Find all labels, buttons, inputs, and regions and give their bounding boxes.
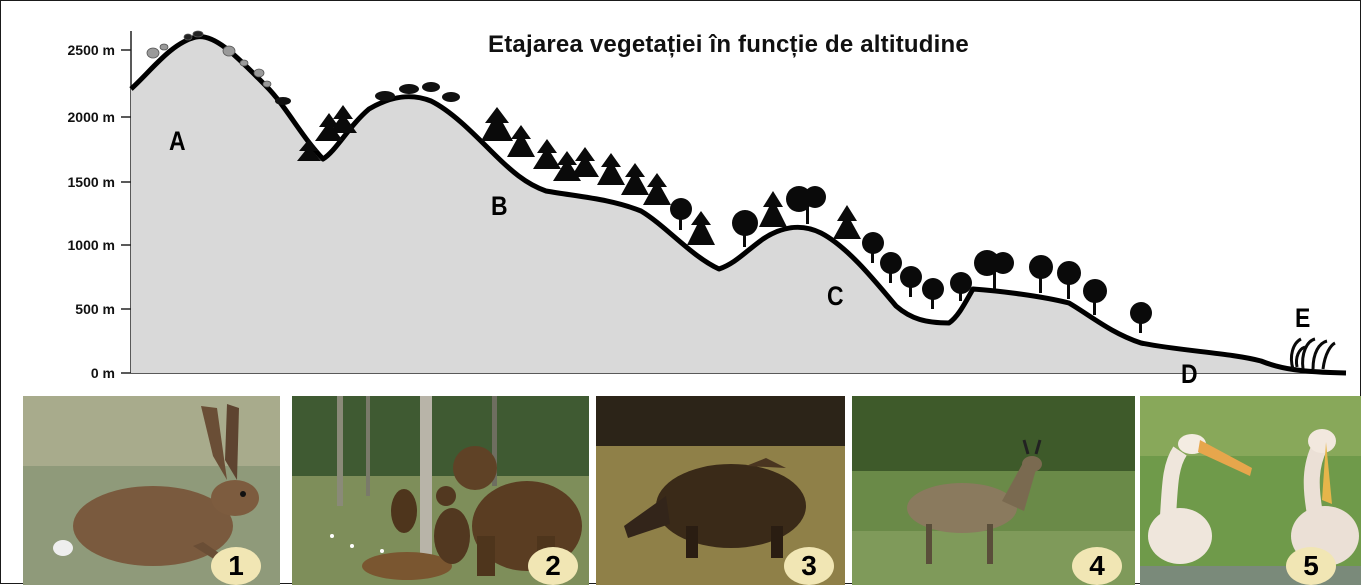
cub-bear: [391, 489, 417, 533]
altitude-label-1000: 1000 m: [45, 237, 115, 253]
wild-boar-photo: 3: [596, 396, 845, 585]
mountain-profile-diagram: [1, 1, 1361, 396]
boar-body: [656, 464, 806, 548]
chamois-photo: 4: [852, 396, 1135, 585]
altitude-label-2500: 2500 m: [45, 42, 115, 58]
deciduous-tree: [974, 250, 1014, 289]
photo-number-badge: 3: [784, 547, 834, 585]
pelicans-photo: 5: [1140, 396, 1361, 585]
photo-number-badge: 5: [1286, 547, 1336, 585]
deciduous-tree: [862, 232, 884, 263]
altitude-ticks: [121, 50, 131, 373]
brown-bears-photo: 2: [292, 396, 589, 585]
deciduous-tree: [1057, 261, 1081, 299]
zone-label-b: B: [491, 191, 508, 222]
photo-number-badge: 2: [528, 547, 578, 585]
altitude-label-1500: 1500 m: [45, 174, 115, 190]
chamois-body: [907, 483, 1017, 533]
cub-bear: [434, 508, 470, 564]
altitude-label-2000: 2000 m: [45, 109, 115, 125]
deciduous-tree: [1029, 255, 1053, 293]
zone-label-e: E: [1295, 303, 1310, 334]
photo-number-badge: 4: [1072, 547, 1122, 585]
deciduous-tree: [1083, 279, 1107, 315]
deciduous-tree: [880, 252, 902, 283]
diagram-title: Etajarea vegetației în funcție de altitu…: [488, 31, 969, 59]
deciduous-tree: [922, 278, 944, 309]
altitude-label-500: 500 m: [45, 301, 115, 317]
zone-label-a: A: [169, 126, 186, 157]
hare-head: [211, 480, 259, 516]
deciduous-tree: [670, 198, 692, 230]
deciduous-tree: [900, 266, 922, 297]
deciduous-tree: [732, 210, 758, 247]
zone-label-d: D: [1181, 359, 1198, 390]
delta-reeds: [1291, 339, 1335, 369]
deciduous-tree: [786, 186, 826, 224]
hare-photo: 1: [23, 396, 280, 585]
zone-label-c: C: [827, 281, 844, 312]
altitude-label-0: 0 m: [45, 365, 115, 381]
adult-bear-head: [453, 446, 497, 490]
pelican-body: [1148, 508, 1212, 564]
photo-number-badge: 1: [211, 547, 261, 585]
deciduous-tree: [1130, 302, 1152, 333]
mountain-silhouette: [131, 37, 1346, 373]
